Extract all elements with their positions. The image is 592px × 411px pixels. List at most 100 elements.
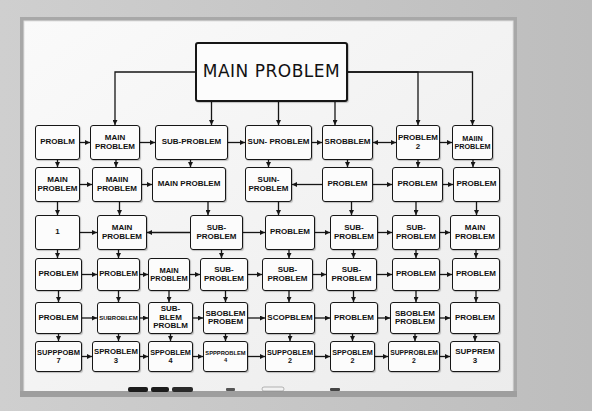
arrow-connector [440,356,450,357]
arrow-connector [472,160,473,167]
problem-box: SUB- PROBLEM [392,215,440,250]
arrow-connector [225,291,226,302]
box-label: SPPOBLEM 2 [332,349,373,364]
problem-box: MAIN PROBLEM [152,167,226,202]
arrow-connector [315,317,330,318]
problem-box: SBOBLEM PROBEM [203,302,248,334]
arrow-connector [190,160,191,167]
box-label: SUB- PROBLEM [332,224,376,241]
arrow-connector [211,102,212,125]
problem-box: PROBLEM [35,258,82,291]
marker [151,387,169,392]
problem-box: MAIN PROBLEM [97,215,147,250]
box-label: MAIN PROBLEM [150,267,188,283]
problem-box: MAIIN PROBLEM [92,167,142,202]
arrow-connector [440,317,450,318]
problem-box: SUPPROBLEM 2 [388,341,440,372]
box-label: SUBROBLEM [99,315,138,321]
box-label: PROBLEM [334,314,374,322]
arrow-connector [378,232,392,233]
arrow-connector [147,232,190,233]
box-label: MAIN PROBLEM [99,224,145,241]
box-label: SUB- PROBLEM [328,266,375,283]
problem-box: MAIN PROBLEM [90,125,140,160]
problem-box: SUN- PROBLEM [245,125,312,160]
box-label: SROBBLEM [325,138,371,146]
problem-box: SUB-BLEM PROBLM [148,302,193,334]
problem-box: SUBROBLEM [97,302,140,334]
arrow-connector [140,356,148,357]
arrow-connector [248,317,265,318]
box-label: 1 [55,228,59,236]
problem-box: PROBLEM [265,215,315,250]
arrow-connector [313,274,326,275]
arrow-connector [475,291,476,302]
box-label: MAIN PROBLEM [92,134,138,151]
arrow-connector [221,250,222,258]
arrow-connector [440,232,450,233]
box-label: SPROBLEM 3 [94,348,138,364]
problem-box: SUB- PROBLEM [200,258,248,291]
arrow-connector [440,142,452,143]
arrow-connector [268,160,269,167]
arrow-connector [248,274,262,275]
problem-box: MAIN PROBLEM [35,167,80,202]
problem-box: PROBLEM [392,258,440,291]
arrow-connector [288,250,289,258]
arrow-connector [57,160,58,167]
arrow-connector [140,274,148,275]
box-label: SUPPPOBM 7 [37,349,80,365]
arrow-connector [288,291,289,302]
problem-box: SCOPBLEM [265,302,315,334]
arrow-connector [348,72,418,125]
box-label: PROBLEM [457,180,497,188]
arrow-connector [82,356,92,357]
eraser [262,387,284,391]
problem-box: PROBLEM [452,258,500,291]
arrow-connector [315,356,330,357]
problem-box: SBOBLEM PROBLEM [390,302,440,334]
box-label: PROBLM [40,138,75,146]
box-label: SUPPROBLEM 2 [390,349,438,363]
arrow-connector [118,291,119,302]
arrow-connector [207,202,208,215]
arrow-connector [248,356,265,357]
arrow-connector [414,334,415,341]
problem-box: SUB-PROBLEM [155,125,228,160]
arrow-connector [347,160,348,167]
arrow-connector [190,274,200,275]
problem-box: MAIIN PROBLEM [452,125,493,160]
box-label: MAIIN PROBLEM [94,176,140,193]
problem-box: PROBLEM [97,258,140,291]
box-label: PROBLEM [99,270,138,278]
arrow-connector [57,202,58,215]
box-label: SUB-PROBLEM [162,138,222,146]
problem-box: MAIN PROBLEM [148,258,190,291]
arrow-connector [476,202,477,215]
box-label: PROBLEM 2 [398,134,438,151]
whiteboard-inner-edge [24,21,513,393]
arrow-connector [352,334,353,341]
box-label: SBOBLEM PROBLEM [392,310,438,327]
marker-cap [226,388,235,391]
pen-tray [20,391,517,397]
arrow-connector [312,142,322,143]
box-label: PROBLEM [456,270,496,278]
box-label: SUB- PROBLEM [394,224,438,241]
arrow-connector [140,317,148,318]
arrow-connector [415,250,416,258]
arrow-connector [415,202,416,215]
arrow-connector [278,102,279,125]
arrow-connector [378,317,390,318]
arrow-connector [168,291,169,302]
box-label: SUB- PROBLEM [192,224,241,241]
arrow-connector [170,334,171,341]
arrow-connector [440,274,452,275]
arrow-connector [140,142,155,143]
arrow-connector [58,334,59,341]
main-problem-box: MAIN PROBLEM [195,42,348,102]
box-label: SPPPROBLEM 4 [205,350,246,362]
arrow-connector [475,250,476,258]
